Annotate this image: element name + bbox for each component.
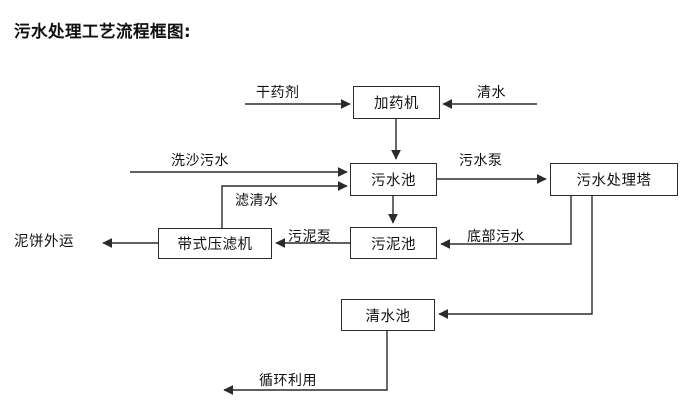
edge-label-dry-agent: 干药剂 — [256, 85, 300, 101]
node-sludge-pool[interactable]: 污泥池 — [350, 227, 437, 259]
edge-label-filtered-clear-water: 滤清水 — [235, 193, 279, 209]
edge-label-sewage-pump: 污水泵 — [459, 153, 503, 169]
edge-treatment-tower-to-sludge-pool — [440, 196, 572, 249]
edge-label-recycle-use: 循环利用 — [259, 373, 317, 389]
node-treatment-tower[interactable]: 污水处理塔 — [550, 163, 678, 196]
edge-label-sand-wash-sewage: 洗沙污水 — [171, 153, 229, 169]
edge-label-bottom-sewage: 底部污水 — [467, 229, 525, 245]
node-sewage-pool[interactable]: 污水池 — [350, 163, 437, 196]
terminal-label-mud-cake-export: 泥饼外运 — [14, 234, 74, 250]
edge-treatment-tower-to-clear-water-pool — [438, 196, 593, 319]
node-label: 带式压滤机 — [177, 237, 253, 253]
edge-label-clean-water: 清水 — [477, 85, 506, 101]
node-clear-water-pool[interactable]: 清水池 — [341, 299, 435, 331]
page-title: 污水处理工艺流程框图: — [14, 22, 192, 41]
edge-label-sludge-pump: 污泥泵 — [288, 229, 332, 245]
node-label: 加药机 — [374, 96, 419, 112]
node-label: 污水池 — [371, 173, 416, 189]
edge-filtered-water-to-sewage-pool — [221, 181, 348, 228]
edge-clear-water-pool-recycle — [223, 331, 388, 395]
node-label: 清水池 — [365, 308, 411, 325]
node-dosing-machine[interactable]: 加药机 — [353, 86, 440, 119]
node-belt-filter-press[interactable]: 带式压滤机 — [158, 228, 272, 259]
node-label: 污泥池 — [371, 236, 416, 253]
node-label: 污水处理塔 — [576, 173, 652, 189]
